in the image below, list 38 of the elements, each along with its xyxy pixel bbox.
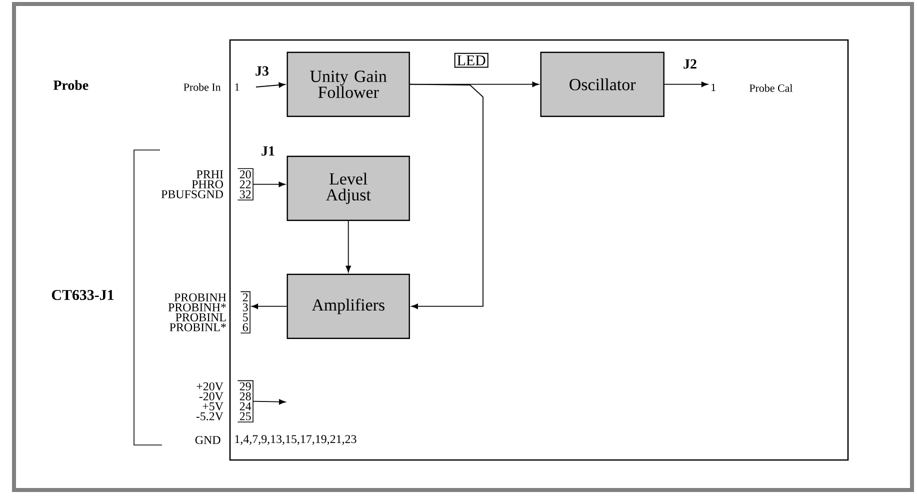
node-label: PROBINL xyxy=(176,313,226,322)
connector-name: CT633-J1 xyxy=(52,290,114,300)
arrow xyxy=(256,82,286,88)
arrow xyxy=(346,220,352,272)
arrow xyxy=(664,82,708,87)
node-label: -5.2V xyxy=(196,412,224,420)
connector-name: Probe xyxy=(53,80,88,90)
pin-number: 1 xyxy=(712,84,716,91)
node-label: +20V xyxy=(196,382,224,390)
arrow xyxy=(252,182,286,187)
signal-names: PROBINH PROBINH* PROBINL PROBINL* xyxy=(168,293,226,332)
block-box: Amplifiers xyxy=(286,274,410,339)
node-label: +5V xyxy=(202,402,224,410)
signal-name: Probe In xyxy=(184,83,221,91)
block-box: Oscillator xyxy=(540,52,664,117)
block-box: Unity Gain Follower xyxy=(286,52,410,117)
block-box: Level Adjust xyxy=(286,156,410,221)
signal-names: PRHI PHRO PBUFSGND xyxy=(161,170,224,198)
led-box: LED xyxy=(454,52,488,68)
pin-bracket: 29 28 24 25 xyxy=(237,380,254,422)
pin-list: 1,4,7,9,13,15,17,19,21,23 xyxy=(235,435,356,445)
arrow xyxy=(251,304,288,309)
connector-label: J2 xyxy=(684,59,696,69)
pin-bracket: 20 22 32 xyxy=(237,168,254,200)
node-label: PROBINL* xyxy=(170,323,226,332)
arrow xyxy=(252,399,286,404)
connector-label: J3 xyxy=(256,66,268,76)
signal-names: +20V -20V +5V -5.2V xyxy=(196,382,224,420)
node-label: PROBINH xyxy=(174,293,226,302)
signal-name: Probe Cal xyxy=(750,84,792,92)
signal-name: GND xyxy=(195,436,220,444)
pin-number: 1 xyxy=(235,83,240,91)
pin-bracket: 2 3 5 6 xyxy=(240,291,250,334)
board-outline xyxy=(229,39,849,461)
arrow xyxy=(410,84,484,309)
node-label: PROBINH* xyxy=(168,303,226,312)
node-label: -20V xyxy=(199,392,224,400)
connector-label: J1 xyxy=(262,146,274,156)
